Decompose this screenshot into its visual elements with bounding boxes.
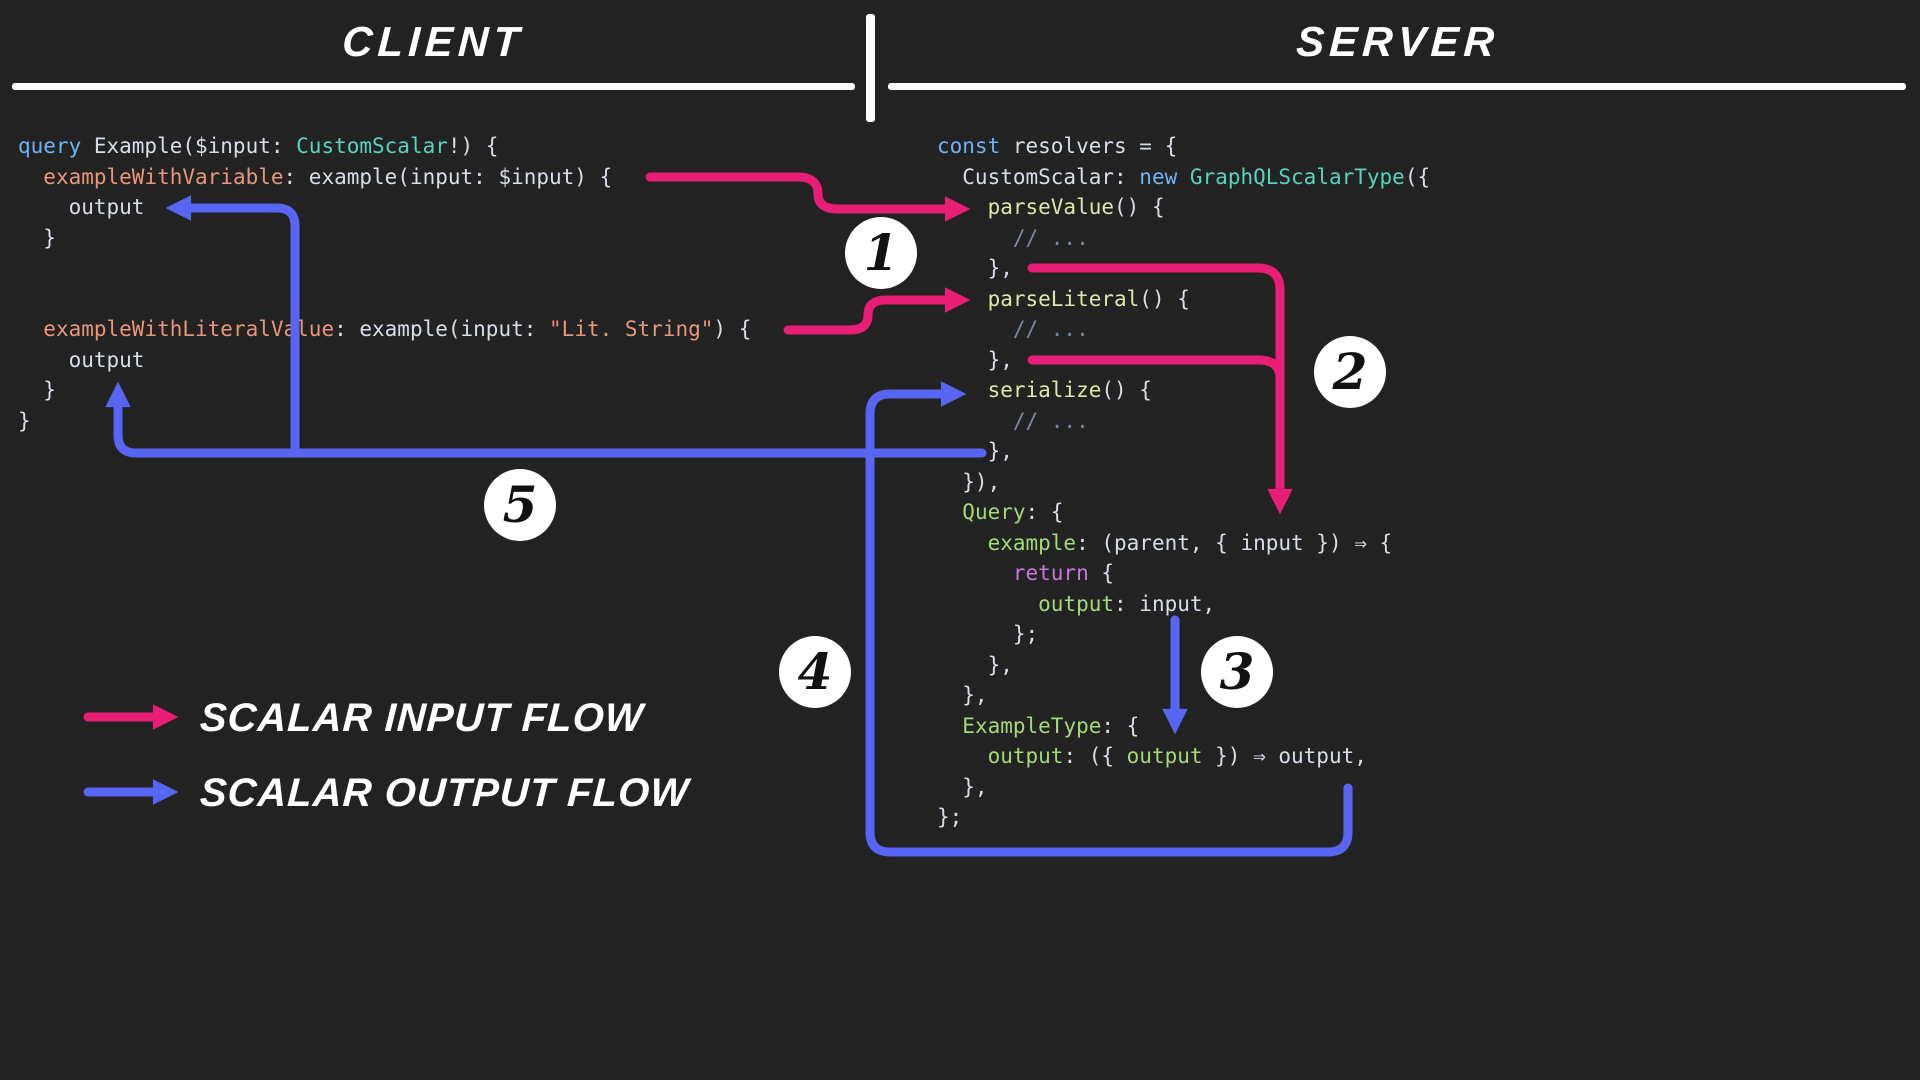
code-line: return { <box>1012 561 1115 585</box>
code-line: output: input, <box>1038 591 1216 616</box>
code-line: query Example($input: CustomScalar!) { <box>18 134 499 158</box>
step-badge-2: 2 <box>1314 336 1386 408</box>
code-line: } <box>18 378 56 402</box>
code-line: exampleWithLiteralValue: example(input: … <box>43 317 752 341</box>
code-line: Query: { <box>962 500 1064 524</box>
code-line: }, <box>937 774 988 799</box>
code-line: }, <box>937 347 1013 372</box>
client-column-header: CLIENT <box>341 18 526 65</box>
code-line <box>18 253 751 284</box>
code-line: // ... <box>937 408 1089 433</box>
code-line: }, <box>937 256 1013 280</box>
server-resolver-code: const resolvers = { CustomScalar: new Gr… <box>937 131 1430 833</box>
legend-scalar-input-flow: SCALAR INPUT FLOW <box>198 696 645 740</box>
code-line <box>18 284 751 315</box>
client-header-underline <box>12 83 855 90</box>
code-line: }; <box>937 805 963 829</box>
code-line: parseLiteral() { <box>987 286 1190 311</box>
code-line: // ... <box>937 225 1089 250</box>
code-line: }; <box>937 622 1039 646</box>
step-badge-1: 1 <box>845 217 917 289</box>
code-line: }, <box>937 683 988 707</box>
code-line: }, <box>937 652 1013 677</box>
arrow-input-literal-to-parseliteral <box>783 287 971 335</box>
step-badge-3: 3 <box>1201 636 1273 708</box>
code-line: } <box>18 408 31 433</box>
legend-scalar-output-flow: SCALAR OUTPUT FLOW <box>198 771 691 815</box>
code-line: output <box>18 195 145 219</box>
code-line: }, <box>937 439 1013 463</box>
column-divider <box>866 14 875 122</box>
server-column-header: SERVER <box>1295 18 1501 65</box>
code-line: ExampleType: { <box>962 713 1140 738</box>
client-query-code: query Example($input: CustomScalar!) { e… <box>18 131 751 436</box>
code-line: output: ({ output }) ⇒ output, <box>987 744 1367 768</box>
code-line: CustomScalar: new GraphQLScalarType({ <box>937 164 1431 189</box>
code-line: }), <box>937 469 1001 494</box>
code-line: exampleWithVariable: example(input: $inp… <box>43 164 613 189</box>
code-line: const resolvers = { <box>937 134 1178 158</box>
step-badge-5: 5 <box>484 469 556 541</box>
code-line: example: (parent, { input }) ⇒ { <box>987 530 1393 555</box>
step-badge-4: 4 <box>779 636 851 708</box>
server-header-underline <box>888 83 1906 90</box>
code-line: output <box>18 347 145 372</box>
code-line: parseValue() { <box>987 195 1165 219</box>
code-line: } <box>18 225 56 250</box>
